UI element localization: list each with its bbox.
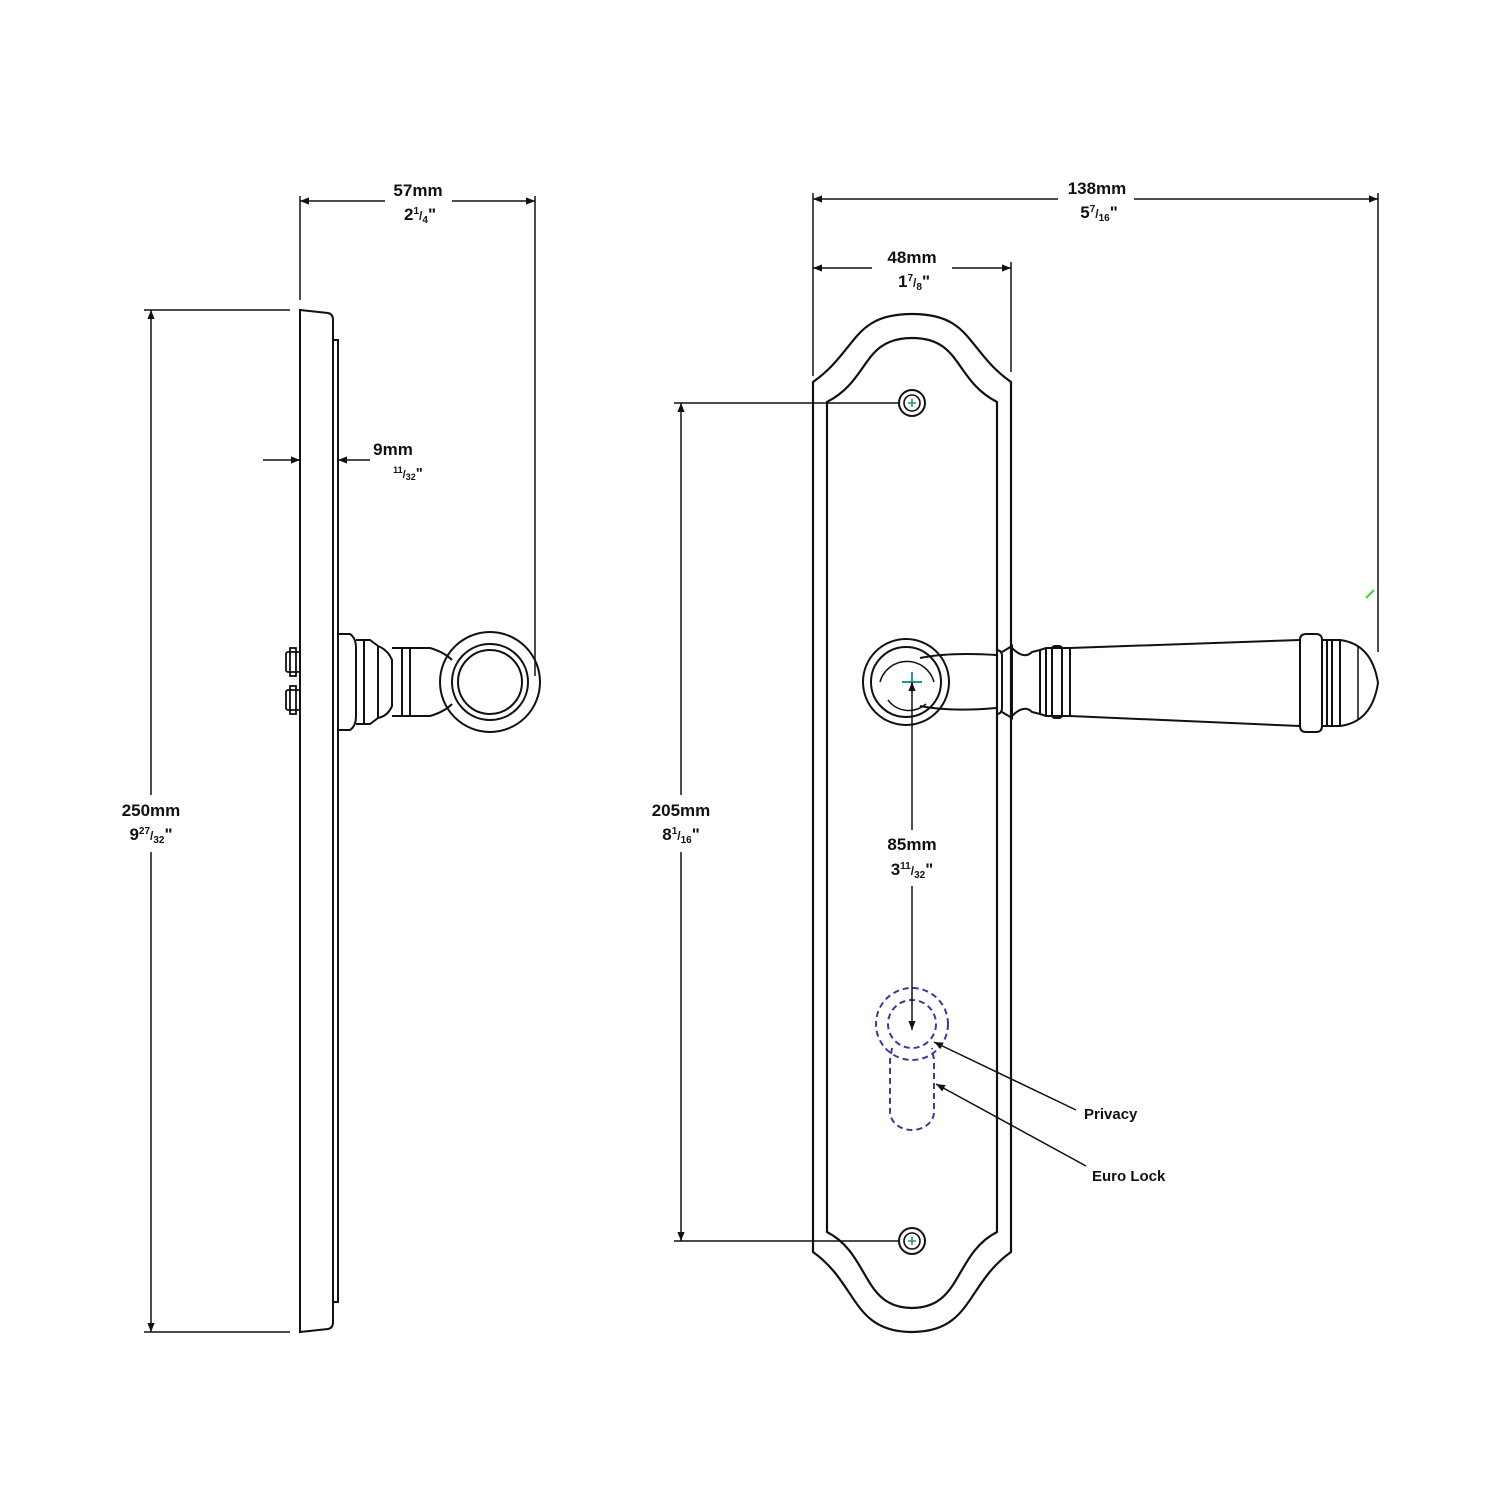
dim-side-width-inch: 21/4" bbox=[404, 205, 436, 226]
screw-top bbox=[898, 389, 926, 417]
dim-backset-mm: 85mm bbox=[887, 835, 936, 854]
dim-plate-width-mm: 48mm bbox=[887, 248, 936, 267]
dim-plate-width: 48mm 17/8" bbox=[813, 248, 1012, 372]
dim-overall-width-inch: 57/16" bbox=[1080, 203, 1118, 224]
dim-side-width-mm: 57mm bbox=[393, 181, 442, 200]
dim-screw-centers-mm: 205mm bbox=[652, 801, 711, 820]
callout-euro-lock-label: Euro Lock bbox=[1092, 1168, 1166, 1185]
front-backplate bbox=[811, 312, 1013, 1334]
dim-screw-centers-inch: 81/16" bbox=[662, 825, 700, 846]
dim-overall-width-mm: 138mm bbox=[1068, 179, 1127, 198]
screw-bottom bbox=[898, 1227, 926, 1255]
dim-overall-width: 138mm 57/16" bbox=[812, 179, 1379, 652]
side-spindle-stubs bbox=[285, 647, 301, 715]
dim-side-height-inch: 927/32" bbox=[129, 825, 172, 846]
dim-side-thickness-inch: 11/32" bbox=[393, 465, 423, 482]
dim-screw-centers: 205mm 81/16" bbox=[652, 402, 900, 1242]
side-view: 57mm 21/4" 9mm 11/32" 250mm 927/32" bbox=[122, 181, 541, 1334]
callout-privacy: Privacy bbox=[933, 1041, 1138, 1123]
dim-side-height-mm: 250mm bbox=[122, 801, 181, 820]
dim-backset-inch: 311/32" bbox=[891, 860, 934, 881]
front-view: 138mm 57/16" 48mm 17/8" 205mm 81/16" 85m… bbox=[652, 179, 1380, 1334]
dim-side-width: 57mm 21/4" bbox=[299, 181, 536, 676]
front-lever bbox=[862, 633, 1380, 733]
side-lever-profile bbox=[338, 631, 541, 733]
callout-privacy-label: Privacy bbox=[1084, 1106, 1138, 1123]
stray-mark bbox=[1365, 589, 1375, 599]
callout-euro-lock: Euro Lock bbox=[935, 1083, 1166, 1185]
dim-backset: 85mm 311/32" bbox=[887, 682, 937, 1030]
dim-side-thickness-mm: 9mm bbox=[373, 440, 413, 459]
side-backplate bbox=[299, 308, 339, 1334]
dim-side-thickness: 9mm 11/32" bbox=[263, 440, 423, 482]
dim-plate-width-inch: 17/8" bbox=[898, 272, 930, 293]
dim-side-height: 250mm 927/32" bbox=[122, 309, 290, 1333]
